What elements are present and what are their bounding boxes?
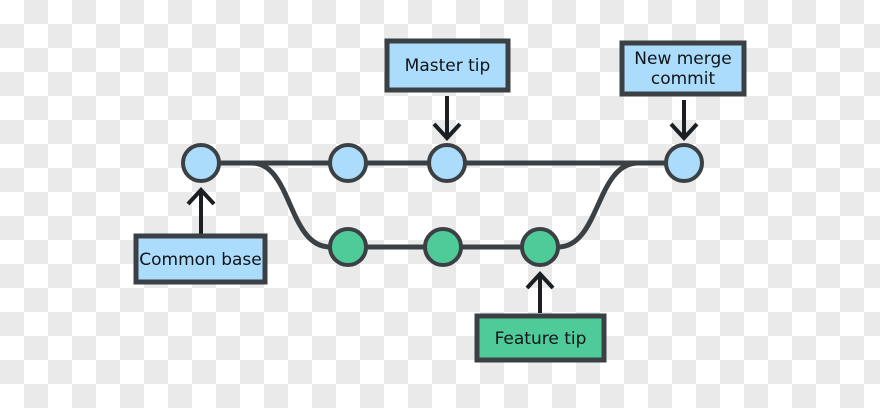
label-feature-tip-box [474,313,607,363]
label-layer: Common base Master tip New merge commit … [133,38,747,363]
edge-branch-off [249,160,333,250]
label-feature-tip-text: Feature tip [495,329,587,349]
commit-node-master-2[interactable] [328,143,368,183]
label-master-tip[interactable]: Master tip [384,38,511,93]
label-new-merge-commit-box [619,40,747,97]
commit-node-master-common-base[interactable] [181,143,221,183]
commit-node-merge-commit[interactable] [664,143,704,183]
commit-node-feature-2[interactable] [423,227,463,267]
label-master-tip-box [384,38,511,93]
commit-node-master-tip[interactable] [427,143,467,183]
arrow-new-merge-commit-down [669,100,699,141]
label-new-merge-commit[interactable]: New merge commit [619,40,747,97]
node-layer [181,143,704,267]
label-master-tip-text: Master tip [405,56,491,76]
arrow-common-base-up [186,187,216,234]
arrow-feature-tip-up [525,271,555,313]
label-feature-tip[interactable]: Feature tip [474,313,607,363]
arrow-master-tip-down [432,96,462,141]
edge-layer [216,160,669,250]
label-common-base-box [133,233,268,285]
label-new-merge-commit-line-2: commit [651,69,716,89]
callout-arrow-layer [186,96,699,313]
label-common-base[interactable]: Common base [133,233,268,285]
commit-node-feature-1[interactable] [328,227,368,267]
edge-merge-in [555,160,641,250]
label-common-base-text: Common base [139,250,262,270]
label-new-merge-commit-line-1: New merge [634,49,731,69]
commit-node-feature-tip[interactable] [520,227,560,267]
